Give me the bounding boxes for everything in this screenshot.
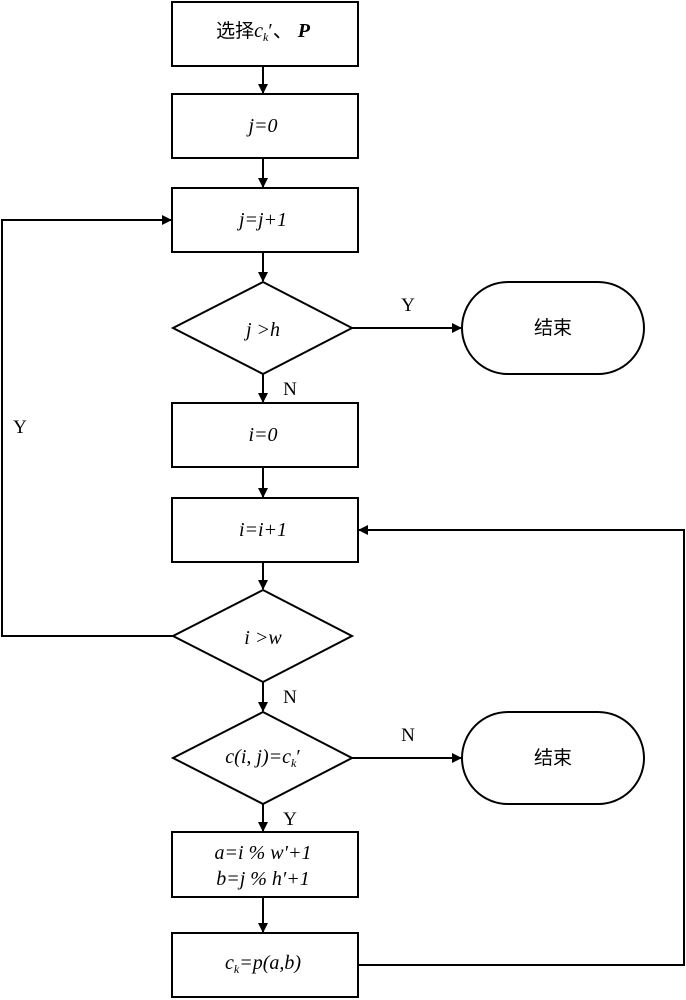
end-1-terminator: [461, 281, 645, 375]
edge-label-cond-j-no: N: [283, 379, 297, 400]
inc-j-box: [171, 187, 359, 253]
edge-label-cond-i-no: N: [283, 687, 297, 708]
edge-condi-incj-loop: [1, 215, 173, 637]
end-1-label: 结束: [533, 317, 573, 339]
init-i-label: i=0: [248, 424, 278, 446]
cond-j-label: j >h: [245, 319, 281, 341]
edge-label-cond-c-yes: Y: [283, 809, 297, 830]
cond-i-label: i >w: [244, 627, 282, 649]
calc-b-label: b=j % h′+1: [216, 868, 310, 890]
end-2-terminator: [461, 711, 645, 805]
init-j-label: j=0: [248, 115, 278, 137]
start-box: [171, 1, 359, 67]
init-j-box: [171, 93, 359, 159]
edge-assign-inci-loop: [358, 525, 685, 966]
inc-j-label: j=j+1: [238, 209, 288, 231]
assign-label: ck=p(a,b): [224, 952, 302, 976]
inc-i-label: i=i+1: [238, 519, 288, 541]
start-label: 选择ck′、 P: [216, 20, 310, 44]
calc-ab-box: [171, 831, 359, 898]
calc-a-label: a=i % w′+1: [214, 842, 312, 864]
edge-label-cond-i-yes: Y: [13, 417, 27, 438]
cond-c-label: c(i, j)=ck′: [225, 746, 301, 770]
assign-box: [171, 932, 359, 998]
edge-label-cond-c-no: N: [401, 725, 415, 746]
inc-i-box: [171, 497, 359, 563]
end-2-label: 结束: [533, 747, 573, 769]
edge-label-cond-j-yes: Y: [401, 295, 415, 316]
init-i-box: [171, 402, 359, 468]
